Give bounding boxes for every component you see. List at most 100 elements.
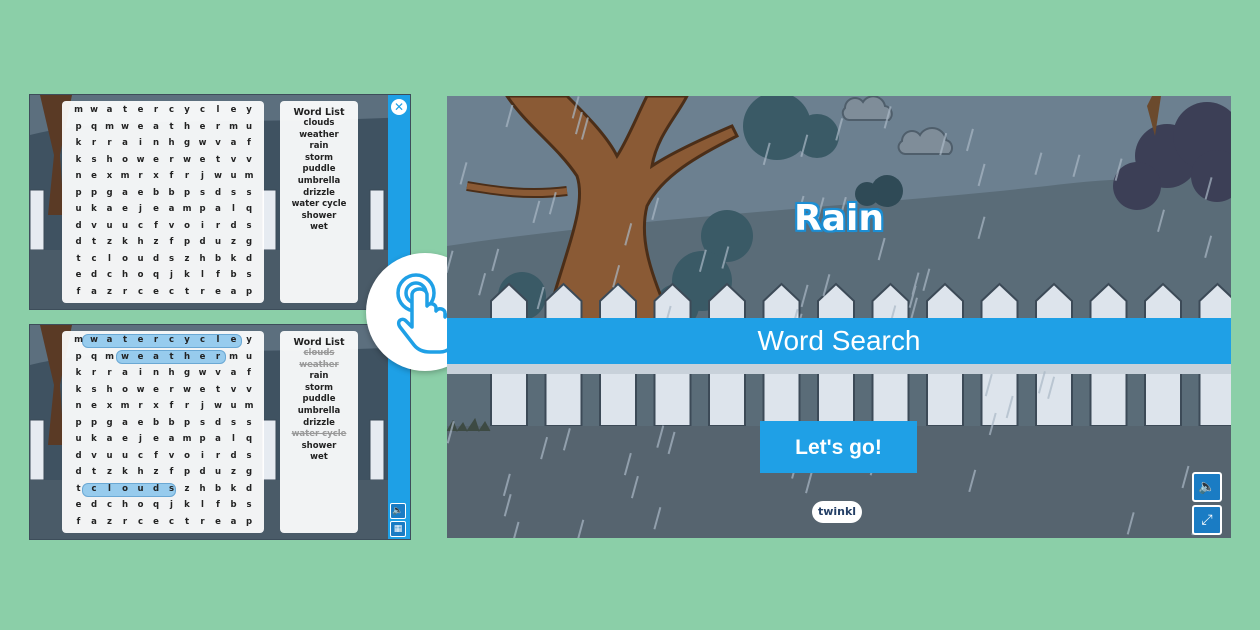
grid-letter[interactable]: k: [184, 500, 190, 510]
grid-letter[interactable]: a: [230, 286, 237, 297]
grid-letter[interactable]: b: [214, 253, 222, 264]
grid-letter[interactable]: r: [91, 138, 97, 148]
grid-letter[interactable]: q: [152, 500, 160, 510]
grid-letter[interactable]: j: [170, 500, 173, 510]
grid-letter[interactable]: b: [168, 417, 175, 428]
grid-letter[interactable]: j: [139, 204, 142, 214]
grid-letter[interactable]: r: [215, 351, 221, 362]
grid-letter[interactable]: r: [153, 105, 159, 115]
grid-letter[interactable]: b: [152, 417, 160, 428]
grid-letter[interactable]: t: [91, 467, 97, 477]
grid-letter[interactable]: v: [230, 154, 237, 165]
grid-letter[interactable]: a: [91, 516, 97, 527]
grid-letter[interactable]: l: [201, 500, 204, 510]
grid-letter[interactable]: y: [246, 335, 252, 345]
grid-letter[interactable]: r: [184, 401, 190, 411]
grid-letter[interactable]: i: [139, 368, 142, 378]
grid-letter[interactable]: m: [229, 351, 238, 362]
grid-letter[interactable]: a: [122, 368, 128, 378]
grid-letter[interactable]: a: [168, 434, 175, 444]
grid-letter[interactable]: e: [75, 500, 82, 510]
grid-letter[interactable]: m: [120, 401, 130, 411]
grid-letter[interactable]: e: [199, 351, 206, 362]
grid-letter[interactable]: e: [230, 335, 237, 345]
grid-letter[interactable]: u: [106, 450, 113, 461]
grid-letter[interactable]: s: [246, 187, 252, 198]
grid-letter[interactable]: d: [90, 500, 98, 510]
grid-letter[interactable]: i: [201, 220, 204, 231]
grid-letter[interactable]: k: [75, 384, 82, 395]
grid-letter[interactable]: f: [247, 138, 251, 148]
grid-letter[interactable]: c: [91, 483, 97, 494]
grid-letter[interactable]: z: [231, 237, 236, 247]
grid-letter[interactable]: e: [199, 154, 206, 165]
grid-letter[interactable]: b: [230, 270, 237, 280]
grid-letter[interactable]: p: [245, 286, 253, 297]
grid-letter[interactable]: k: [75, 138, 82, 148]
grid-letter[interactable]: j: [170, 270, 173, 280]
grid-letter[interactable]: d: [75, 450, 82, 461]
grid-letter[interactable]: z: [107, 286, 112, 297]
grid-letter[interactable]: t: [122, 105, 128, 115]
grid-letter[interactable]: s: [246, 417, 252, 428]
grid-letter[interactable]: s: [246, 500, 252, 510]
grid-letter[interactable]: c: [168, 286, 175, 297]
grid-letter[interactable]: j: [201, 401, 204, 411]
grid-letter[interactable]: c: [137, 286, 144, 297]
grid-letter[interactable]: f: [76, 516, 81, 527]
grid-letter[interactable]: m: [105, 121, 114, 132]
grid-letter[interactable]: e: [137, 121, 144, 132]
grid-letter[interactable]: n: [75, 401, 82, 411]
grid-letter[interactable]: q: [245, 204, 253, 214]
grid-letter[interactable]: a: [230, 138, 237, 148]
grid-letter[interactable]: s: [230, 417, 237, 428]
grid-letter[interactable]: p: [75, 351, 82, 362]
grid-letter[interactable]: r: [138, 401, 143, 411]
grid-letter[interactable]: e: [215, 516, 221, 527]
grid-letter[interactable]: o: [122, 483, 128, 494]
grid-letter[interactable]: d: [152, 483, 160, 494]
grid-letter[interactable]: r: [184, 171, 190, 181]
grid-letter[interactable]: g: [106, 187, 113, 198]
grid-letter[interactable]: a: [122, 187, 128, 198]
grid-letter[interactable]: z: [153, 237, 159, 247]
grid-letter[interactable]: e: [122, 204, 128, 214]
grid-letter[interactable]: i: [201, 450, 204, 461]
grid-letter[interactable]: b: [214, 483, 222, 494]
grid-letter[interactable]: o: [184, 450, 190, 461]
grid-letter[interactable]: d: [245, 253, 253, 264]
grid-letter[interactable]: k: [122, 237, 128, 247]
grid-letter[interactable]: w: [183, 384, 191, 395]
grid-letter[interactable]: h: [183, 121, 191, 132]
grid-letter[interactable]: a: [106, 335, 113, 345]
grid-letter[interactable]: c: [137, 220, 144, 231]
grid-letter[interactable]: v: [246, 154, 252, 165]
grid-letter[interactable]: h: [183, 351, 191, 362]
grid-letter[interactable]: c: [137, 450, 144, 461]
grid-letter[interactable]: f: [247, 368, 251, 378]
grid-letter[interactable]: u: [137, 253, 144, 264]
grid-letter[interactable]: l: [216, 335, 220, 345]
grid-letter[interactable]: s: [168, 253, 175, 264]
grid-letter[interactable]: i: [139, 138, 142, 148]
grid-letter[interactable]: y: [246, 105, 252, 115]
grid-letter[interactable]: b: [152, 187, 160, 198]
grid-letter[interactable]: e: [153, 204, 159, 214]
grid-letter[interactable]: v: [246, 384, 252, 395]
grid-letter[interactable]: g: [245, 467, 253, 477]
grid-letter[interactable]: d: [75, 220, 82, 231]
grid-letter[interactable]: p: [245, 516, 253, 527]
grid-letter[interactable]: l: [232, 434, 235, 444]
grid-letter[interactable]: l: [232, 204, 235, 214]
grid-letter[interactable]: z: [184, 483, 190, 494]
grid-letter[interactable]: r: [122, 286, 128, 297]
grid-letter[interactable]: f: [169, 171, 174, 181]
grid-letter[interactable]: k: [75, 368, 82, 378]
grid-letter[interactable]: e: [137, 335, 144, 345]
grid-letter[interactable]: t: [169, 121, 174, 132]
grid-letter[interactable]: d: [152, 253, 160, 264]
grid-icon[interactable]: ▦: [390, 521, 406, 537]
grid-letter[interactable]: h: [121, 270, 129, 280]
grid-letter[interactable]: u: [106, 220, 113, 231]
grid-letter[interactable]: x: [153, 401, 159, 411]
